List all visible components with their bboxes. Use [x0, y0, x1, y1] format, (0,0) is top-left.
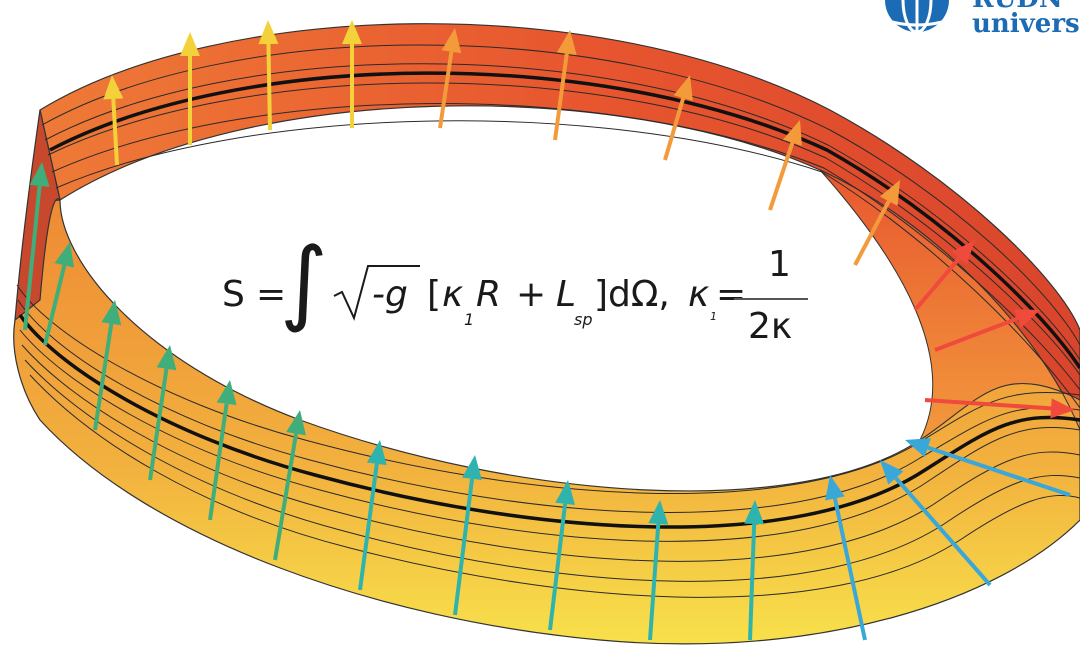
vector-arrow-head — [216, 380, 237, 406]
ricci-r: R — [476, 274, 502, 315]
formula-open-bracket: [ — [427, 274, 442, 315]
back-band-center-line — [49, 71, 1080, 369]
kappa-symbol-2: κ — [688, 274, 710, 315]
vector-arrow-head — [555, 480, 576, 506]
vector-arrow-shaft — [913, 256, 961, 312]
lagrangian-l: L — [556, 274, 577, 315]
formula-close-part: ]dΩ, — [594, 274, 670, 315]
vector-arrow-shaft — [23, 185, 42, 331]
vector-arrow-head — [29, 162, 50, 187]
vector-arrow-shaft — [208, 403, 229, 521]
sqrt-content: -g — [372, 274, 408, 315]
vector-arrow-head — [180, 32, 200, 56]
vector-arrow-shaft — [853, 200, 891, 266]
vector-arrow-shaft — [927, 445, 1071, 497]
formula-equals: = — [256, 274, 287, 315]
vector-arrow-head — [462, 455, 482, 481]
fraction-bar — [734, 298, 808, 300]
vector-arrow-head — [782, 120, 802, 146]
kappa-subscript-2: 1 — [710, 310, 717, 323]
vector-arrow-head — [366, 440, 387, 466]
vector-arrow-head — [648, 500, 669, 525]
lagrangian-subscript: sp — [574, 310, 593, 329]
ribbon-right-band — [819, 169, 1080, 442]
vector-arrow-shaft — [748, 523, 757, 641]
vector-arrow-head — [258, 20, 279, 45]
vector-arrow-head — [905, 438, 931, 458]
front-band-stripes — [16, 284, 1080, 598]
vector-arrow-head — [879, 180, 900, 206]
front-band-center-line — [18, 313, 1080, 529]
vector-arrow-head — [156, 345, 177, 371]
vector-arrow-shaft — [663, 97, 686, 161]
vector-arrow-head — [951, 240, 975, 265]
vector-arrow-head — [286, 410, 306, 436]
vector-arrow-head — [825, 475, 845, 501]
sqrt-symbol — [333, 265, 420, 321]
rudn-globe-logo-icon — [885, 0, 949, 34]
vector-arrow-head — [744, 500, 765, 525]
vector-arrow-shaft — [924, 398, 1052, 411]
vector-arrow-head — [880, 460, 904, 485]
fraction-denominator: 2κ — [748, 306, 793, 347]
rudn-logo-text: RUDN universi — [972, 0, 1080, 39]
formula-s: S — [222, 274, 245, 315]
vector-arrow-shaft — [894, 476, 992, 587]
vector-arrow-shaft — [833, 498, 867, 641]
vector-arrow-shaft — [648, 523, 661, 641]
fraction-numerator: 1 — [768, 244, 791, 285]
vector-arrow-head — [54, 242, 75, 268]
vector-arrow-shaft — [768, 142, 795, 211]
vector-arrow-shaft — [43, 264, 67, 346]
kappa-symbol: κ — [442, 274, 464, 315]
vector-arrow-shaft — [148, 368, 169, 481]
vector-arrow-head — [103, 75, 124, 100]
kappa-subscript: 1 — [464, 310, 475, 329]
formula-plus: + — [516, 274, 547, 315]
vector-arrow-head — [556, 30, 577, 56]
vector-arrow-shaft — [111, 98, 119, 166]
action-formula: S = ∫ -g [ κ 1 R + L sp ]dΩ, κ 1 = 1 2κ — [222, 226, 822, 366]
vector-arrow-head — [1050, 398, 1075, 419]
vector-arrow-head — [1014, 309, 1040, 328]
vector-arrow-shaft — [358, 463, 379, 591]
vector-arrow-shaft — [934, 316, 1019, 352]
formula-equals-2: = — [716, 274, 747, 315]
vector-arrow-shaft — [548, 503, 568, 631]
integral-sign: ∫ — [280, 228, 328, 335]
normal-vector-arrows — [23, 20, 1075, 641]
logo-line-2: universi — [972, 9, 1080, 39]
vector-arrow-shaft — [453, 478, 475, 616]
vector-arrow-head — [101, 300, 122, 326]
vector-arrow-shaft — [273, 433, 299, 561]
vector-arrow-shaft — [553, 53, 569, 141]
back-band-stripes — [41, 44, 1080, 409]
vector-arrow-head — [342, 20, 362, 44]
vector-arrow-head — [673, 75, 693, 101]
logo-line-1: RUDN — [972, 0, 1080, 12]
vector-arrow-shaft — [438, 51, 454, 129]
vector-arrow-shaft — [93, 323, 114, 431]
vector-arrow-shaft — [266, 43, 272, 131]
vector-arrow-head — [441, 28, 462, 54]
